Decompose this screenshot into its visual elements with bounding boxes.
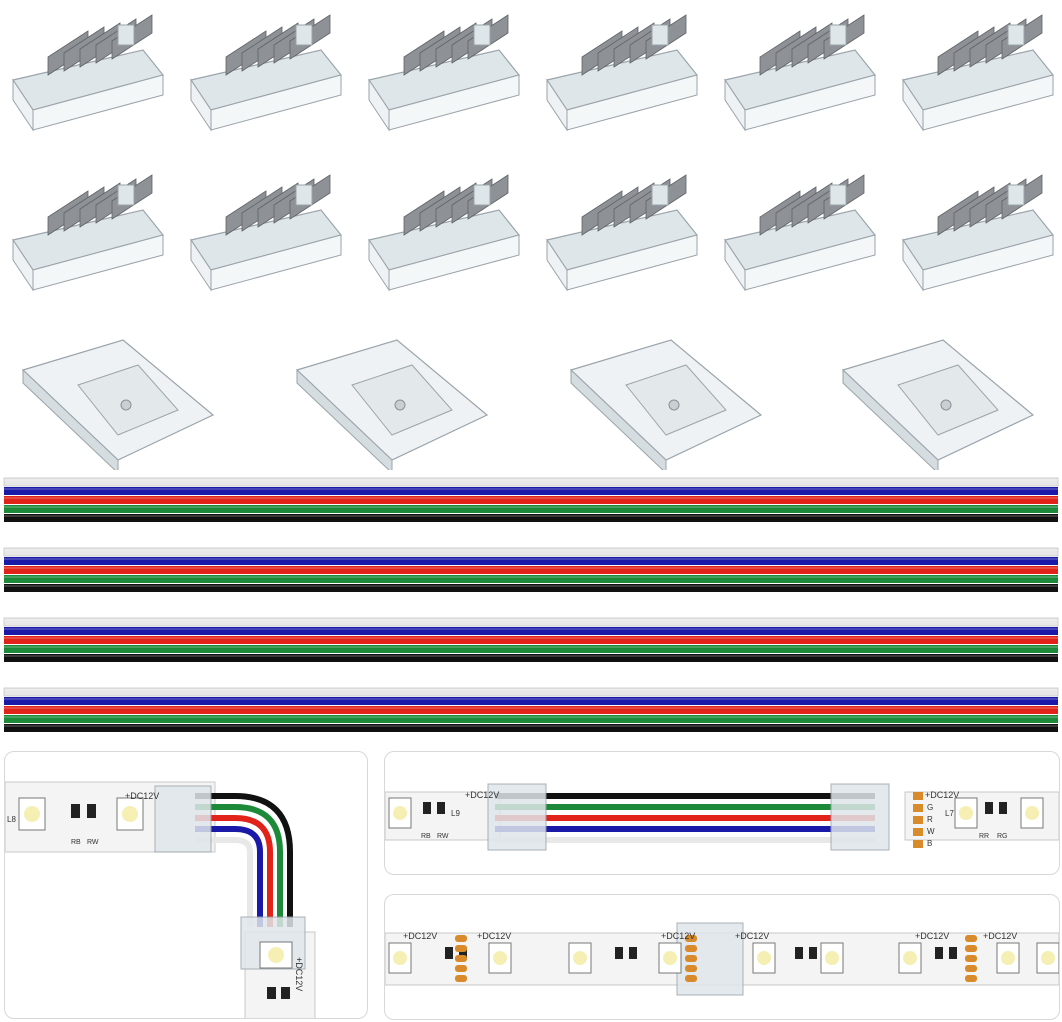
led-chip-4: [658, 942, 682, 974]
voltage-label-p3f: +DC12V: [983, 931, 1017, 941]
solder-pads-1: [455, 935, 467, 982]
voltage-label-vertical: +DC12V: [294, 957, 304, 991]
led-chip-6: [820, 942, 844, 974]
led-chip-7: [898, 942, 922, 974]
pin-r: R: [927, 815, 933, 824]
led-chip-9: [1036, 942, 1059, 974]
voltage-label-p3e: +DC12V: [915, 931, 949, 941]
voltage-label-p3c: +DC12V: [661, 931, 695, 941]
voltage-label-p3b: +DC12V: [477, 931, 511, 941]
row1-connector-1: [12, 14, 165, 132]
led-label-a: L8: [7, 815, 16, 824]
led-chip-3: [568, 942, 592, 974]
mounting-clip-3: [569, 339, 763, 470]
l-corner-panel: +DC12V L8 RB RW +DC12V: [4, 751, 368, 1019]
led-label-c: L7: [945, 809, 954, 818]
led-label-b: L9: [451, 809, 460, 818]
resistor-label-rw-2: RW: [437, 833, 449, 840]
mounting-clip-1: [21, 339, 215, 470]
voltage-label-left: +DC12V: [465, 790, 499, 800]
pin-b: B: [927, 839, 932, 848]
resistor-label-rw: RW: [87, 839, 99, 846]
row1-connector-5: [724, 14, 877, 132]
row1-connector-6: [902, 14, 1055, 132]
connector-row-2: [0, 160, 1062, 310]
resistor-label-rb-2: RB: [421, 833, 431, 840]
resistor-label-rb: RB: [71, 839, 81, 846]
pin-g: G: [927, 803, 933, 812]
row2-connector-1: [12, 174, 165, 292]
ribbon-cable-4: [3, 687, 1059, 732]
voltage-label-right: +DC12V: [925, 790, 959, 800]
jumper-panel: +DC12V G R W B +DC12V RB RW L9 RR RG L7: [384, 751, 1060, 875]
mounting-clip-2: [295, 339, 489, 470]
row2-connector-6: [902, 174, 1055, 292]
voltage-label-p3d: +DC12V: [735, 931, 769, 941]
cable-group: [0, 470, 1062, 740]
ribbon-cable-2: [3, 547, 1059, 592]
ribbon-cable-1: [3, 477, 1059, 522]
led-chip-8: [996, 942, 1020, 974]
resistor-label-rr: RR: [979, 833, 989, 840]
pin-w: W: [927, 827, 935, 836]
row1-connector-4: [546, 14, 699, 132]
led-chip-2: [488, 942, 512, 974]
row1-connector-2: [190, 14, 343, 132]
voltage-label: +DC12V: [125, 791, 159, 801]
resistor-pair-2: [615, 947, 637, 959]
led-chip-1: [388, 942, 412, 974]
row2-connector-5: [724, 174, 877, 292]
solder-pads-2: [685, 935, 697, 982]
resistor-pair-4: [935, 947, 957, 959]
row1-connector-3: [368, 14, 521, 132]
straight-strip-panel: +DC12V +DC12V +DC12V +DC12V +DC12V +DC12…: [384, 894, 1060, 1020]
clip-row: [0, 325, 1062, 470]
row2-connector-3: [368, 174, 521, 292]
row2-connector-2: [190, 174, 343, 292]
resistor-pair-1: [445, 947, 467, 959]
resistor-pair-3: [795, 947, 817, 959]
led-chip-5: [752, 942, 776, 974]
mounting-clip-4: [841, 339, 1035, 470]
voltage-label-p3a: +DC12V: [403, 931, 437, 941]
connector-row-1: [0, 0, 1062, 150]
resistor-label-rg: RG: [997, 833, 1008, 840]
row2-connector-4: [546, 174, 699, 292]
ribbon-cable-3: [3, 617, 1059, 662]
solder-pads-3: [965, 935, 977, 982]
